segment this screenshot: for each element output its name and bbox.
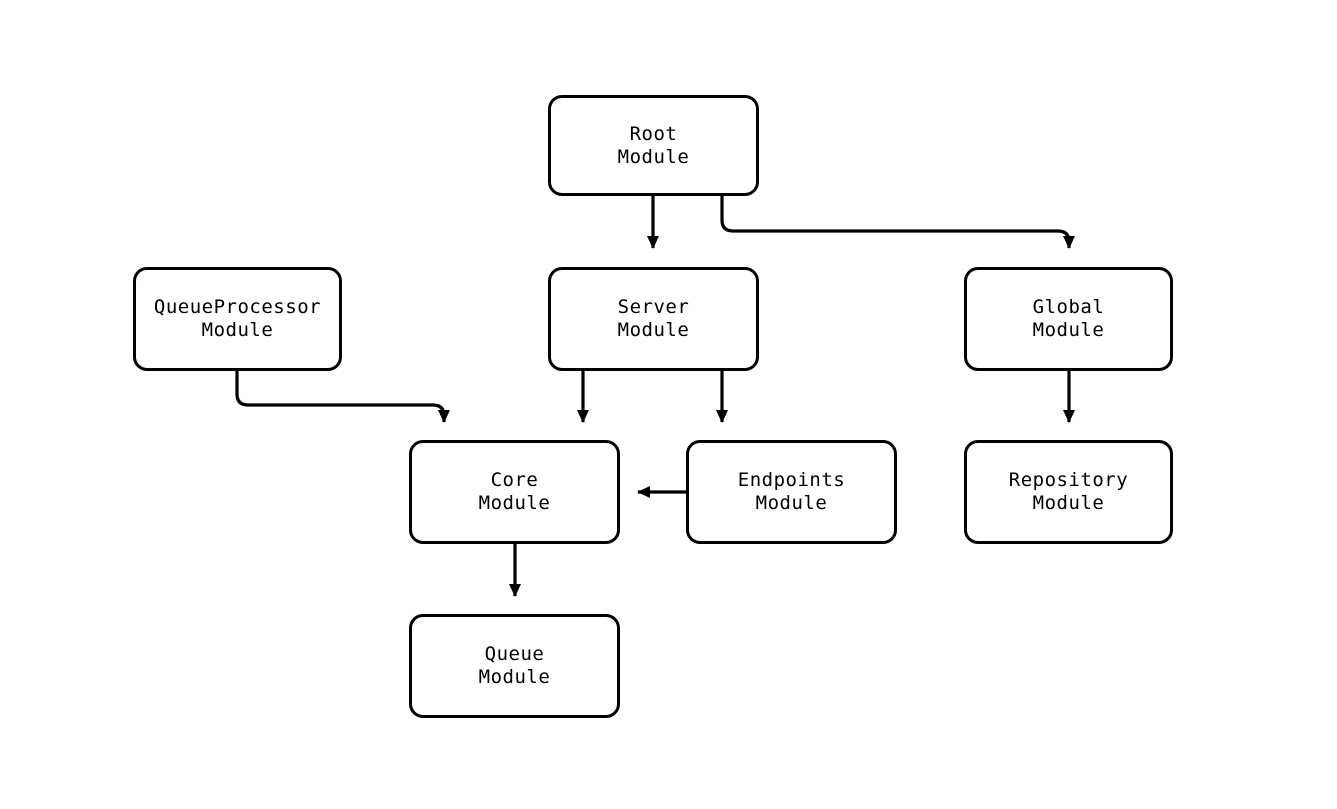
node-global-module-label: Global Module	[1032, 296, 1105, 341]
node-core-module-label: Core Module	[478, 469, 551, 514]
node-core-module[interactable]: Core Module	[409, 440, 620, 544]
node-queueprocessor-module-label: QueueProcessor Module	[153, 296, 322, 341]
edge-root-to-global	[720, 196, 1075, 249]
node-queue-module[interactable]: Queue Module	[409, 614, 620, 718]
node-root-module[interactable]: Root Module	[548, 95, 759, 196]
node-global-module[interactable]: Global Module	[964, 267, 1173, 371]
node-endpoints-module[interactable]: Endpoints Module	[686, 440, 897, 544]
node-server-module-label: Server Module	[617, 296, 690, 341]
edge-queueprocessor-to-core	[235, 371, 450, 423]
node-repository-module-label: Repository Module	[1008, 469, 1129, 514]
node-endpoints-module-label: Endpoints Module	[737, 469, 846, 514]
node-server-module[interactable]: Server Module	[548, 267, 759, 371]
node-repository-module[interactable]: Repository Module	[964, 440, 1173, 544]
node-queue-module-label: Queue Module	[478, 643, 551, 688]
node-queueprocessor-module[interactable]: QueueProcessor Module	[133, 267, 342, 371]
node-root-module-label: Root Module	[617, 122, 690, 168]
